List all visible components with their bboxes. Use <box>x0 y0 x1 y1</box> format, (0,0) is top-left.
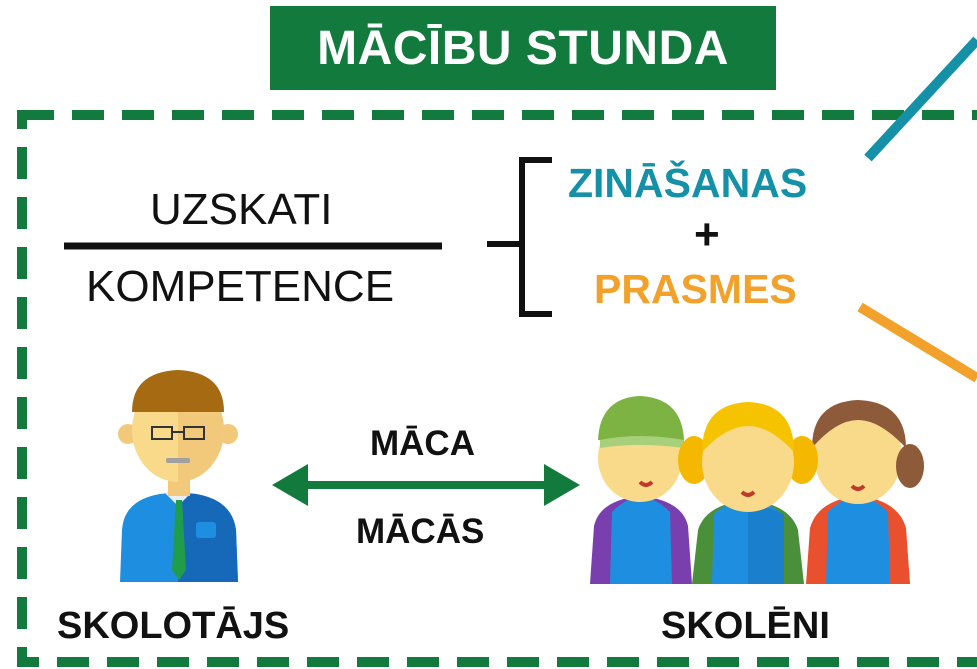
bracket-icon <box>487 157 552 317</box>
teaches-label: MĀCA <box>370 424 475 463</box>
double-arrow-icon <box>272 464 580 506</box>
skills-label: PRASMES <box>594 266 797 312</box>
students-icon <box>590 396 924 584</box>
teal-diagonal-line <box>864 36 977 162</box>
knowledge-label: ZINĀŠANAS <box>568 160 808 206</box>
fraction-denominator: KOMPETENCE <box>86 262 395 311</box>
students-label: SKOLĒNI <box>661 605 830 647</box>
teacher-icon <box>118 370 238 582</box>
plus-sign: + <box>694 210 720 259</box>
dashed-frame <box>17 110 977 667</box>
teacher-label: SKOLOTĀJS <box>57 605 290 647</box>
learns-label: MĀCĀS <box>356 512 485 551</box>
fraction-numerator: UZSKATI <box>150 185 333 234</box>
title-text: MĀCĪBU STUNDA <box>317 21 729 75</box>
orange-diagonal-line <box>857 302 977 383</box>
title-banner: MĀCĪBU STUNDA <box>270 6 776 90</box>
